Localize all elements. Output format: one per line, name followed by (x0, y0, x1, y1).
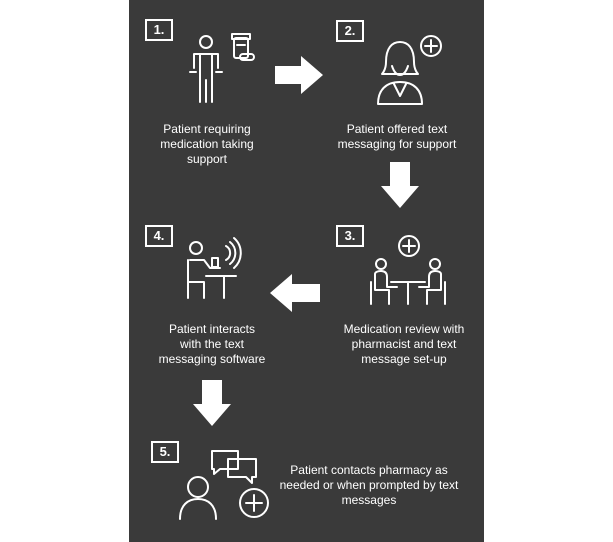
step-3-badge: 3. (336, 225, 364, 247)
step-5-badge: 5. (151, 441, 179, 463)
step-4-badge: 4. (145, 225, 173, 247)
step-1-badge: 1. (145, 19, 173, 41)
step-2-text: Patient offered text messaging for suppo… (337, 122, 457, 151)
patient-contact-pharmacy-icon (179, 450, 269, 520)
consultation-icon (370, 235, 446, 305)
step-2-badge: 2. (336, 20, 364, 42)
step-1-text: Patient requiring medication taking supp… (160, 122, 254, 166)
step-5-text: Patient contacts pharmacy as needed or w… (279, 463, 459, 507)
arrow-down-icon (381, 162, 419, 208)
diagram-panel: 1. Patient requiring medication taking s… (129, 0, 484, 542)
pharmacist-icon (377, 35, 442, 105)
step-4-text: Patient interacts with the text messagin… (158, 322, 266, 366)
arrow-down-icon (193, 380, 231, 426)
patient-phone-icon (187, 237, 242, 299)
arrow-left-icon (270, 274, 320, 312)
arrow-right-icon (275, 56, 323, 94)
step-3-text: Medication review with pharmacist and te… (343, 322, 465, 366)
person-with-medication-icon (189, 33, 255, 103)
